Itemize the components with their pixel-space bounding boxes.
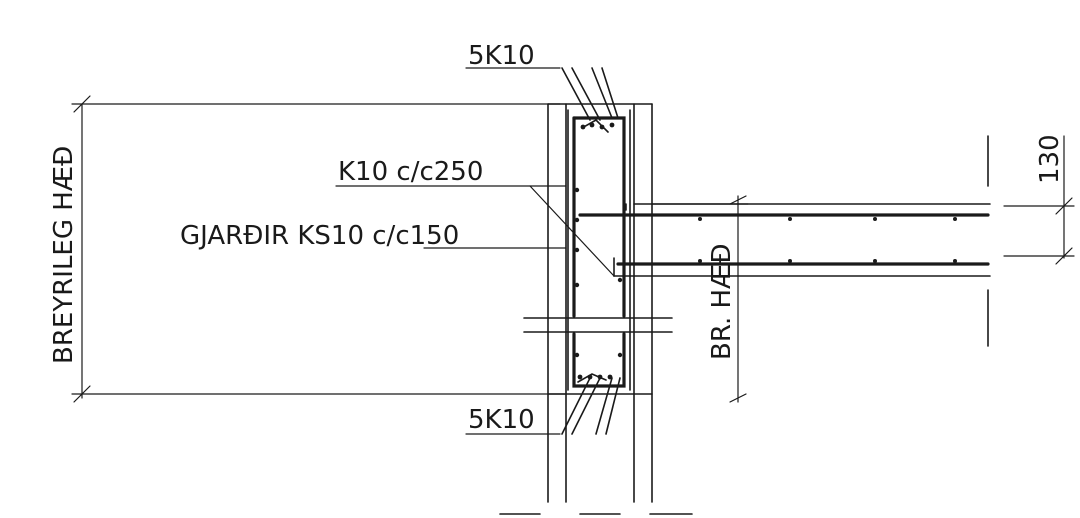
variable-height-dimension <box>71 95 566 403</box>
beams-label: GJARÐIR KS10 c/c150 <box>180 221 459 251</box>
leader-stirrups <box>335 185 615 277</box>
top-bent-bars <box>561 67 619 133</box>
rebar-dots <box>574 122 623 380</box>
variable-height-label: BREYRILEG HÆÐ <box>49 146 79 364</box>
break-lines <box>499 317 693 515</box>
column-outline <box>547 103 653 503</box>
rebar-cage <box>567 109 631 391</box>
dimension-130-label: 130 <box>1035 134 1065 184</box>
bottom-bent-bars <box>561 373 621 435</box>
slab-height-label: BR. HÆÐ <box>707 243 737 360</box>
slab-height-dimension <box>651 195 749 403</box>
dimension-130 <box>1003 135 1075 265</box>
bottom-rebar-label: 5K10 <box>468 405 535 435</box>
top-rebar-label: 5K10 <box>468 41 535 71</box>
slab <box>578 135 991 347</box>
stirrups-label: K10 c/c250 <box>338 157 483 187</box>
